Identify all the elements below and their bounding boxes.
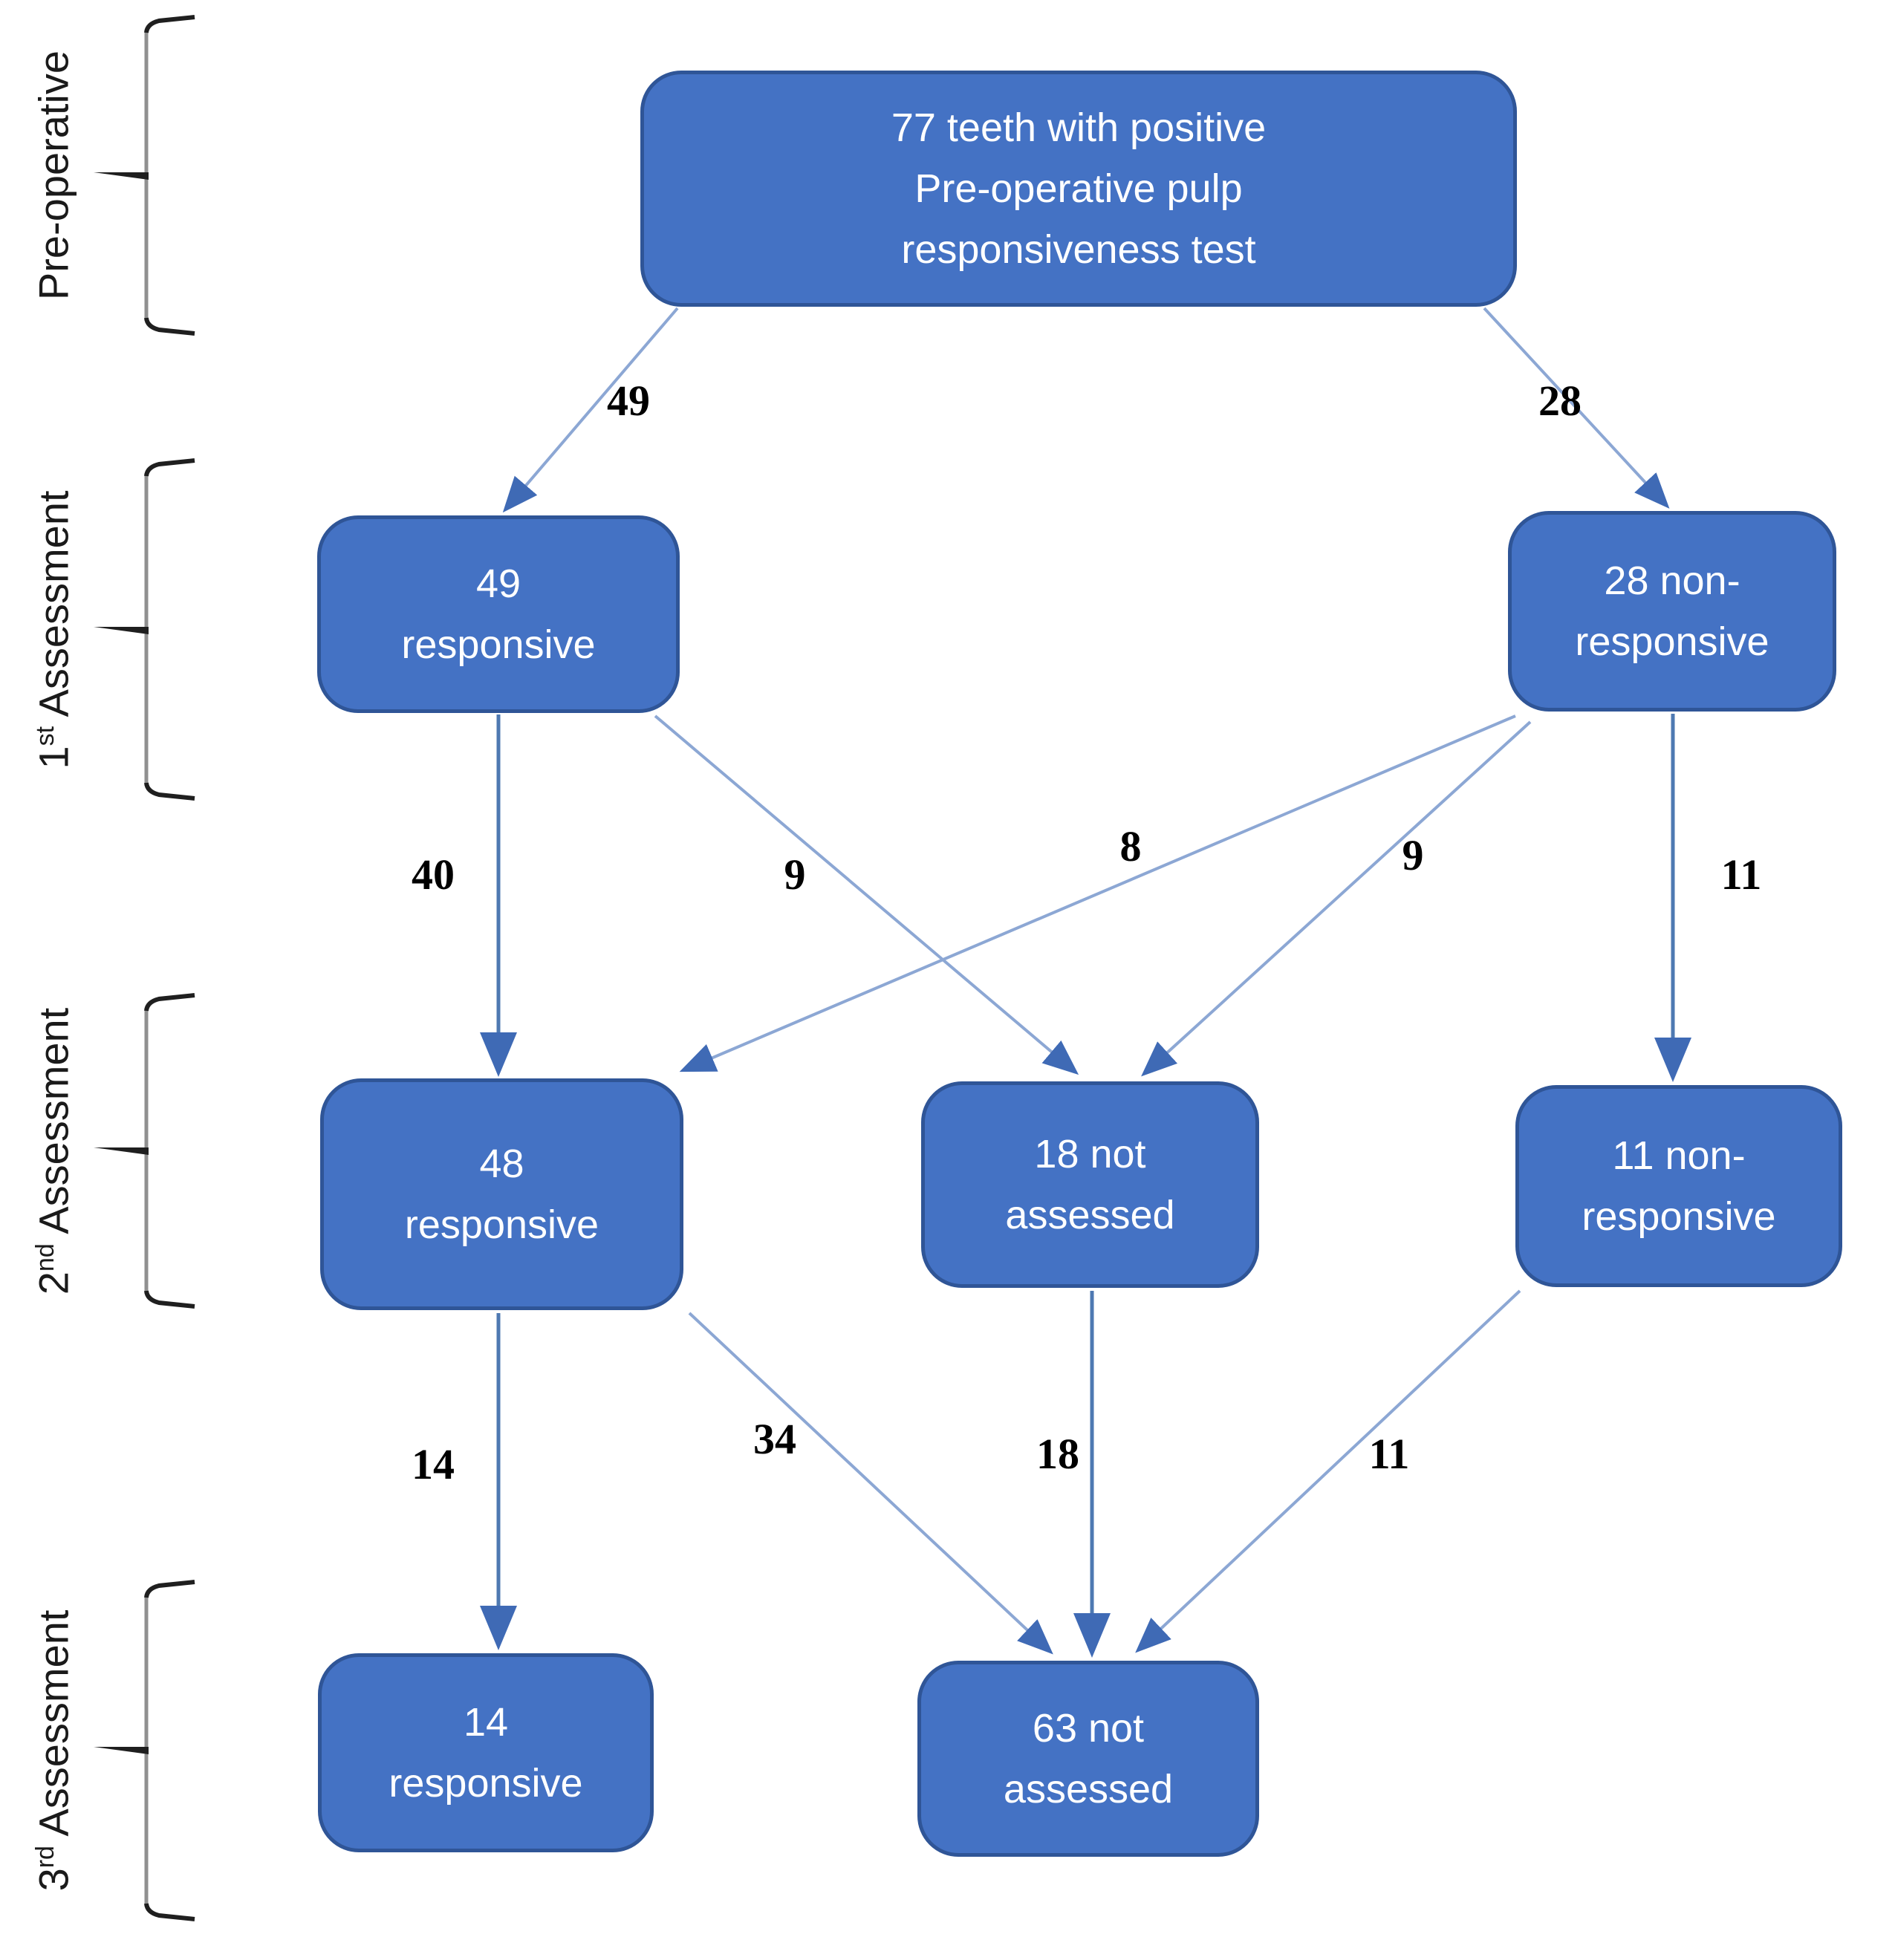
edge-preop-to-28-nonresponsive <box>1483 307 1670 509</box>
edge-28-to-18-notassessed <box>1141 720 1532 1077</box>
edge-49-to-18-notassessed <box>654 714 1079 1075</box>
node-text-line: assessed <box>1003 1767 1174 1811</box>
section-braces-group <box>94 15 195 1921</box>
node-text-line: responsive <box>1575 619 1769 664</box>
node-text-line: responsive <box>389 1761 583 1806</box>
node-a1-responsive: 49 responsive <box>317 515 680 713</box>
node-a1-nonresponsive: 28 non- responsive <box>1508 511 1836 712</box>
node-a2-nonresponsive: 11 non- responsive <box>1515 1085 1842 1287</box>
node-text-line: Pre-operative pulp <box>914 166 1243 211</box>
section-label-preoperative: Pre-operative <box>30 50 77 301</box>
node-preop-total: 77 teeth with positive Pre-operative pul… <box>640 71 1517 307</box>
node-text-line: 28 non- <box>1604 558 1740 603</box>
node-text-line: 77 teeth with positive <box>891 105 1267 150</box>
node-text-line: 18 not <box>1034 1131 1146 1176</box>
brace-third-assessment <box>94 1580 195 1921</box>
edge-label-11-lower: 11 <box>1368 1430 1410 1478</box>
node-a3-responsive: 14 responsive <box>318 1653 654 1852</box>
edge-28-to-48-responsive <box>679 714 1516 1072</box>
edge-preop-to-49-responsive <box>502 307 679 513</box>
node-text-line: 11 non- <box>1612 1133 1746 1178</box>
edge-label-40: 40 <box>412 850 455 899</box>
edge-label-8: 8 <box>1119 822 1142 870</box>
edge-label-28: 28 <box>1538 377 1582 425</box>
node-text-line: 49 <box>475 561 521 606</box>
edge-label-18: 18 <box>1036 1430 1079 1478</box>
edge-label-34: 34 <box>753 1415 796 1463</box>
node-text-line: 63 not <box>1032 1705 1145 1751</box>
node-text-line: responsive <box>1582 1194 1776 1239</box>
edge-label-14: 14 <box>412 1440 455 1488</box>
node-text-line: responsive <box>401 622 596 667</box>
edge-label-9-left: 9 <box>784 850 806 899</box>
section-label-third-assessment: 3rd Assessment <box>30 1609 77 1892</box>
edge-48-to-63-notassessed <box>688 1312 1053 1655</box>
brace-preoperative <box>94 15 195 336</box>
node-text-line: 48 <box>479 1141 524 1186</box>
brace-first-assessment <box>94 458 195 801</box>
edge-label-9-right: 9 <box>1402 831 1424 879</box>
node-a2-notassessed: 18 not assessed <box>921 1081 1259 1288</box>
node-text-line: responsiveness test <box>901 227 1256 273</box>
section-label-second-assessment: 2nd Assessment <box>30 1007 77 1295</box>
node-a3-notassessed: 63 not assessed <box>917 1661 1259 1857</box>
section-label-first-assessment: 1st Assessment <box>30 490 77 769</box>
node-text-line: assessed <box>1005 1193 1175 1237</box>
edge-label-49: 49 <box>607 377 650 425</box>
node-text-line: 14 <box>463 1699 509 1745</box>
node-text-line: responsive <box>404 1202 599 1247</box>
edge-label-11-upper: 11 <box>1720 850 1762 899</box>
edge-11-to-63-notassessed <box>1135 1289 1521 1653</box>
edges-group <box>480 307 1691 1658</box>
brace-second-assessment <box>94 993 195 1309</box>
node-a2-responsive: 48 responsive <box>320 1078 683 1310</box>
